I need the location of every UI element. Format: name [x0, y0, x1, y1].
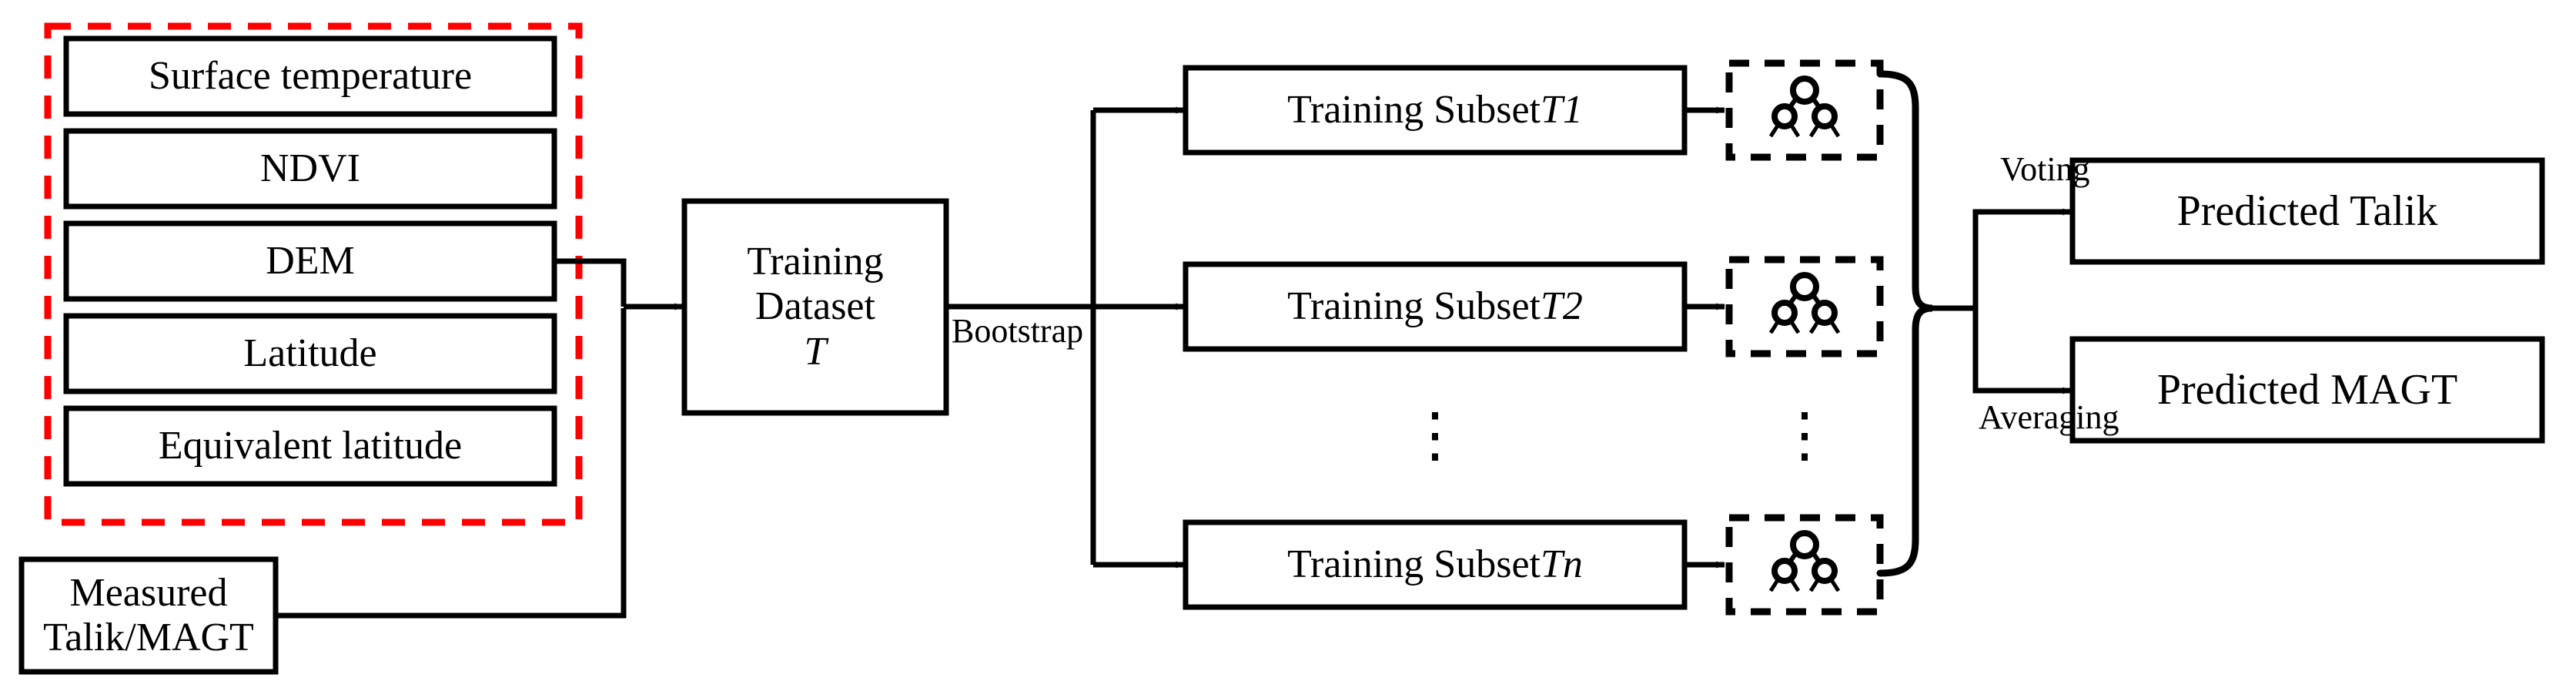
output-box-predicted-magt — [2069, 336, 2545, 444]
connector-measured-to-training-dataset — [276, 308, 627, 619]
decision-tree-icon — [1768, 76, 1841, 138]
predictor-box-latitude — [63, 313, 557, 394]
aggregation-merge-bracket — [1876, 70, 1933, 577]
predictor-box-dem — [63, 220, 557, 302]
connector-merge-to-averaging — [1932, 305, 2071, 394]
voting-edge-label: Voting — [2000, 150, 2090, 188]
predictor-group-dashed-border — [44, 22, 583, 526]
averaging-edge-label: Averaging — [1979, 398, 2119, 436]
training-dataset-box — [681, 198, 949, 416]
predictor-box-equivalent-latitude — [63, 405, 557, 487]
connector-merge-to-voting — [1932, 209, 2071, 311]
output-box-predicted-talik — [2069, 157, 2545, 265]
subset-box-2 — [1183, 261, 1688, 352]
predictor-box-surface-temperature — [63, 35, 557, 117]
predictor-box-ndvi — [63, 128, 557, 210]
measured-target-box — [18, 556, 279, 675]
decision-tree-icon — [1768, 272, 1841, 334]
subset-box-3 — [1183, 519, 1688, 610]
subset-box-1 — [1183, 65, 1688, 156]
bootstrap-edge-label: Bootstrap — [952, 312, 1084, 350]
connector-predictors-to-training-dataset — [554, 258, 627, 307]
decision-tree-icon — [1768, 530, 1841, 592]
